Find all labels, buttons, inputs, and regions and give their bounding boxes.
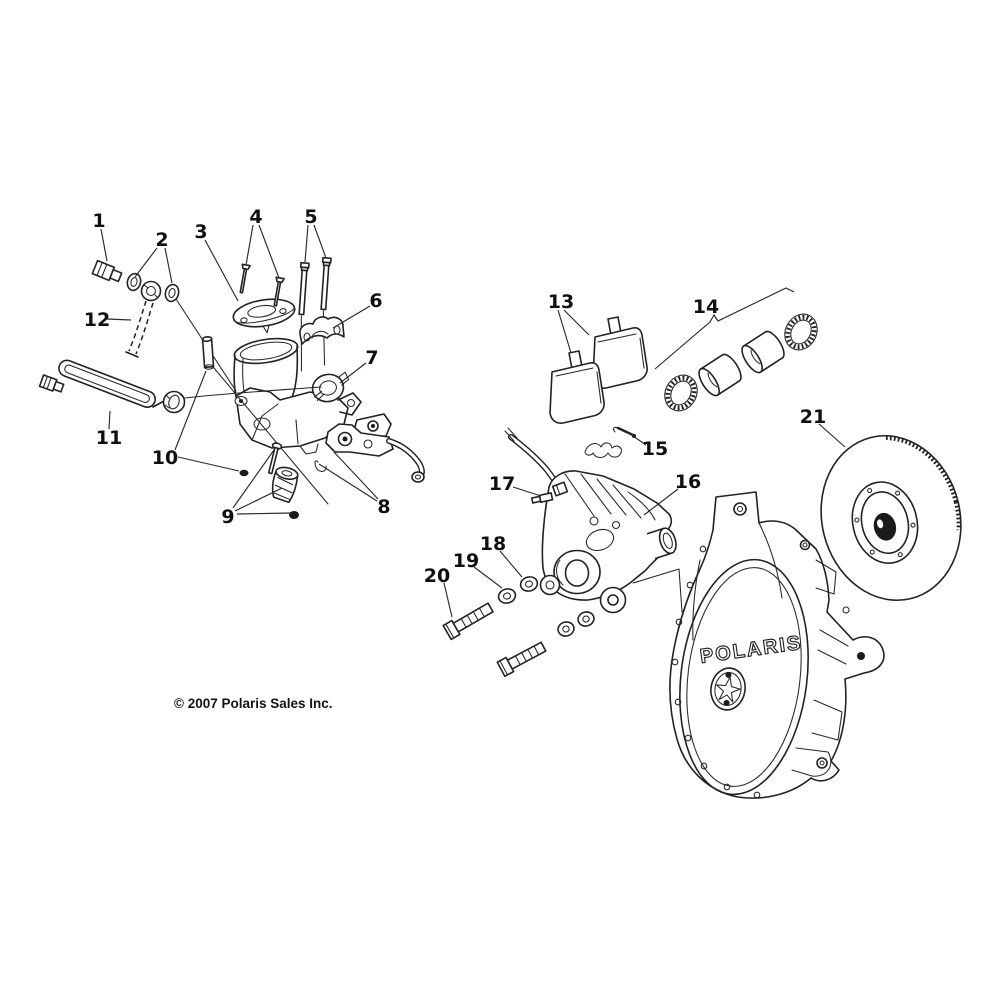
leader-line-4 [258,224,280,279]
callout-10: 10 [152,447,178,469]
leader-line-9 [234,487,283,512]
leader-line-6 [332,305,371,329]
leader-line-20 [443,582,453,618]
callout-9: 9 [221,506,234,528]
callout-7: 7 [365,347,378,369]
leader-line-8 [333,451,379,500]
leader-line-1 [100,228,108,262]
callout-1: 1 [92,210,105,232]
callout-16: 16 [675,471,701,493]
leader-line-12 [106,318,132,321]
callout-11: 11 [96,427,122,449]
leader-line-3 [204,239,239,302]
leader-line-8 [318,463,378,502]
callout-8: 8 [377,496,390,518]
callout-3: 3 [194,221,207,243]
copyright-text: © 2007 Polaris Sales Inc. [174,696,333,711]
callout-19: 19 [453,550,479,572]
leader-line-13 [557,309,572,354]
master-cylinder-body-art [213,367,362,505]
leader-line-13 [563,309,590,336]
clamp-bolts-art [298,256,332,372]
cap-screws-art [239,263,285,307]
callout-12: 12 [84,309,110,331]
brake-lever-art [314,413,425,483]
leader-line-9 [236,512,293,515]
leader-line-5 [313,224,327,259]
callout-13: 13 [548,291,574,313]
cover-emblem [710,667,746,711]
brake-pads-art [549,316,648,424]
brake-disc-art [820,434,962,602]
leader-line-21 [818,423,846,448]
leader-line-10 [174,370,207,451]
leader-line-7 [339,362,367,384]
clamp-upper-art [299,316,345,345]
caliper-stub-art [646,527,677,560]
park-rod-art [38,359,322,414]
callout-4: 4 [249,206,262,228]
callout-15: 15 [642,438,668,460]
leader-line-18 [499,550,523,578]
sealing-washers-art [126,272,237,392]
washers-art [497,576,595,637]
cover-flange-holes [671,545,761,799]
piston-seal-kit-art [664,313,818,412]
leader-line-9 [232,449,275,509]
callout-17: 17 [489,473,515,495]
callout-20: 20 [424,565,450,587]
leader-line-10 [177,456,240,472]
leader-line-2 [134,247,158,278]
caliper-assembly [442,427,683,678]
leader-line-17 [512,486,542,497]
callout-14: 14 [693,296,719,318]
callout-21: 21 [800,406,826,428]
pad-clip-art [584,426,636,459]
reservoir-cap-art [232,298,296,334]
leader-line-2 [164,247,173,284]
leader-line-14 [654,287,795,370]
leader-line-4 [245,224,254,266]
leader-line-19 [473,566,503,589]
brake-hose-art [125,300,154,358]
bleeder-screw-art [530,492,554,504]
clamp-ring-art [311,371,350,403]
leader-line-11 [108,410,111,430]
gearcase-cover: POLARIS [669,491,885,799]
master-cylinder-assembly [38,256,425,519]
pad-and-piston-kit [549,313,818,459]
pivot-pin-art [201,336,249,477]
callout-18: 18 [480,533,506,555]
callout-5: 5 [304,206,317,228]
leader-line-16 [643,488,679,516]
callout-2: 2 [155,229,168,251]
leader-line-5 [304,224,309,263]
pivot-screw-spring-art [267,442,299,519]
mounting-bolts-art [442,602,547,678]
banjo-fitting-art [91,259,123,283]
callout-6: 6 [369,290,382,312]
leader-line-15 [625,430,647,446]
